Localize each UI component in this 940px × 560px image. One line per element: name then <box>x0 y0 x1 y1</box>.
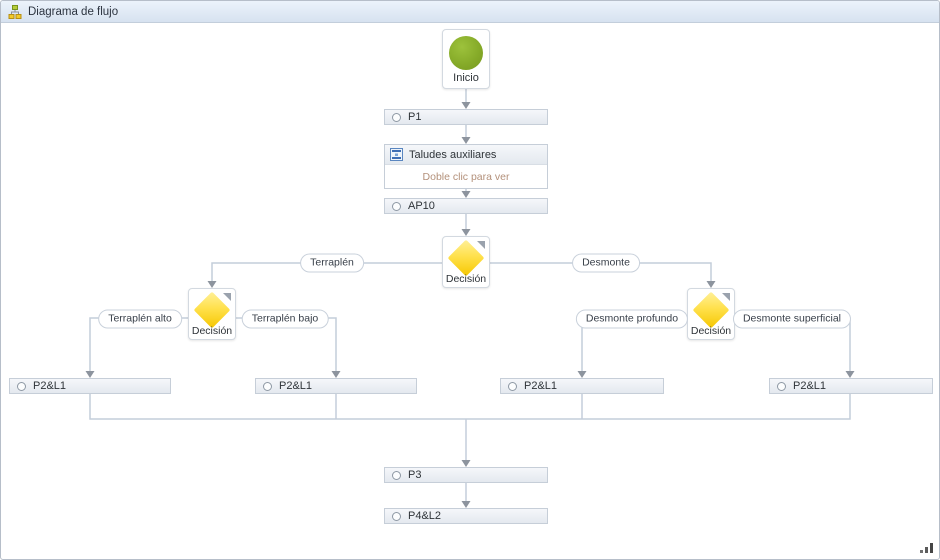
node-label: Inicio <box>453 72 479 84</box>
node-decision-terraplen[interactable]: Decisión <box>188 288 236 340</box>
node-label: P2&L1 <box>279 380 313 392</box>
circle-marker-icon <box>392 112 401 122</box>
branch-label-desmonte: Desmonte <box>572 253 640 273</box>
branch-label-terraplen: Terraplén <box>300 253 364 273</box>
node-decision-desmonte[interactable]: Decisión <box>687 288 735 340</box>
circle-marker-icon <box>392 470 401 480</box>
subchart-icon <box>390 148 403 161</box>
node-label: P2&L1 <box>524 380 558 392</box>
node-label: P2&L1 <box>33 380 67 392</box>
node-taludes-auxiliares[interactable]: Taludes auxiliares Doble clic para ver <box>384 144 548 189</box>
flowchart-icon <box>8 4 22 19</box>
branch-label-desmonte-profundo: Desmonte profundo <box>575 309 689 329</box>
node-label: Decisión <box>445 273 487 285</box>
titlebar: Diagrama de flujo <box>1 1 939 23</box>
resize-grip[interactable] <box>920 542 933 554</box>
node-label: P2&L1 <box>793 380 827 392</box>
circle-marker-icon <box>17 381 26 391</box>
node-label: AP10 <box>408 200 435 212</box>
branch-label-terraplen-bajo: Terraplén bajo <box>241 309 329 329</box>
node-label: P1 <box>408 111 422 123</box>
subchart-hint: Doble clic para ver <box>422 170 510 183</box>
branch-label-terraplen-alto: Terraplén alto <box>98 309 182 329</box>
node-p2l1-desmonte-profundo[interactable]: P2&L1 <box>500 378 664 394</box>
node-decision-main[interactable]: Decisión <box>442 236 490 288</box>
node-label: P4&L2 <box>408 510 442 522</box>
node-label: P3 <box>408 469 422 481</box>
corner-expand-icon <box>722 293 730 301</box>
node-p2l1-terraplen-bajo[interactable]: P2&L1 <box>255 378 417 394</box>
node-label: Decisión <box>690 325 732 337</box>
node-label: Taludes auxiliares <box>409 148 497 161</box>
node-p2l1-terraplen-alto[interactable]: P2&L1 <box>9 378 171 394</box>
node-p1[interactable]: P1 <box>384 109 548 125</box>
node-p2l1-desmonte-superficial[interactable]: P2&L1 <box>769 378 933 394</box>
start-circle-icon <box>449 36 483 70</box>
subchart-header: Taludes auxiliares <box>385 145 547 165</box>
circle-marker-icon <box>392 511 401 521</box>
window-title: Diagrama de flujo <box>28 5 119 18</box>
corner-expand-icon <box>477 241 485 249</box>
corner-expand-icon <box>223 293 231 301</box>
node-inicio[interactable]: Inicio <box>442 29 490 89</box>
circle-marker-icon <box>392 201 401 211</box>
circle-marker-icon <box>777 381 786 391</box>
node-p4l2[interactable]: P4&L2 <box>384 508 548 524</box>
branch-label-desmonte-superficial: Desmonte superficial <box>732 309 852 329</box>
circle-marker-icon <box>508 381 517 391</box>
node-label: Decisión <box>191 325 233 337</box>
circle-marker-icon <box>263 381 272 391</box>
node-p3[interactable]: P3 <box>384 467 548 483</box>
node-ap10[interactable]: AP10 <box>384 198 548 214</box>
